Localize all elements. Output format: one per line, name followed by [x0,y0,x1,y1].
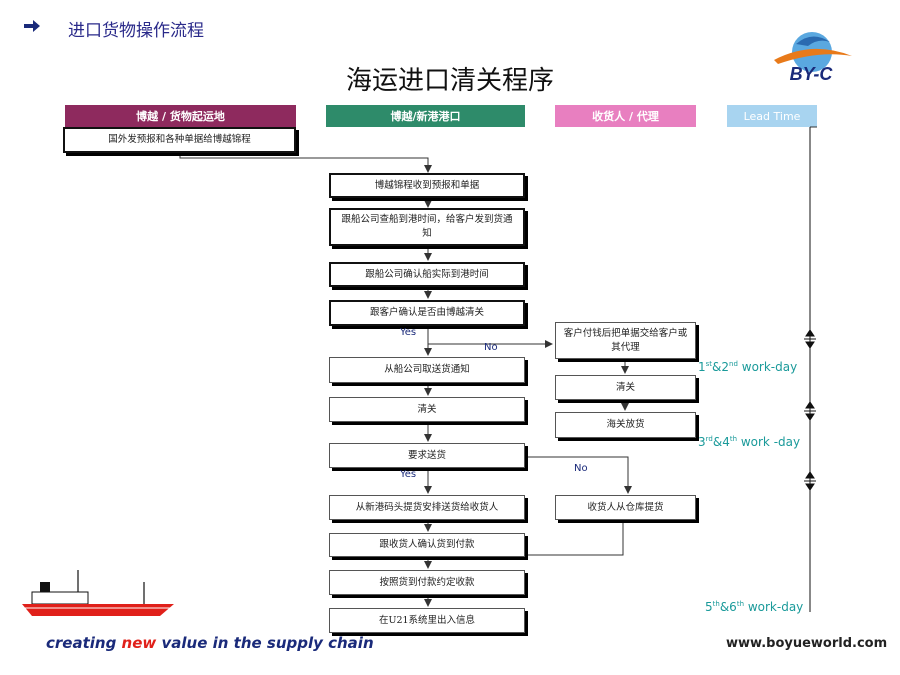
main-title: 海运进口清关程序 [345,66,554,96]
step-hand-over-documents: 客户付钱后把单据交给客户或其代理 [555,322,696,359]
step-get-delivery-notice: 从船公司取送货通知 [329,357,525,383]
step-customs-clearance: 清关 [329,397,525,422]
step-pre-alert-documents: 国外发预报和各种单据给博越锦程 [63,127,296,153]
footer-slogan: creating new value in the supply chain [46,634,374,652]
step-collect-payment: 按照货到付款约定收款 [329,570,525,595]
lane-header-origin: 博越 / 货物起运地 [65,105,296,127]
step-confirm-cod: 跟收货人确认货到付款 [329,533,525,557]
step-receive-pre-alert: 博越锦程收到预报和单据 [329,173,525,198]
edge-label-no: No [484,342,498,353]
svg-text:BY-C: BY-C [790,64,834,84]
lane-header-lead-time: Lead Time [727,105,817,127]
lead-time-label-2: 3rd&4th work -day [698,435,801,449]
header-title: 进口货物操作流程 [68,21,204,41]
arrow-right-icon [24,20,40,32]
lead-time-label-3: 5th&6th work-day [705,600,804,614]
edge-label-yes: Yes [400,469,417,480]
lane-header-consignee: 收货人 / 代理 [555,105,696,127]
step-consignee-clearance: 清关 [555,375,696,400]
lane-header-port: 博越/新港港口 [326,105,525,127]
step-enter-u21-system: 在U21系统里出入信息 [329,608,525,633]
step-check-arrival-notify: 跟船公司查船到港时间，给客户发到货通知 [329,208,525,246]
footer-url[interactable]: www.boyueworld.com [726,636,888,651]
step-consignee-warehouse-pickup: 收货人从仓库提货 [555,495,696,520]
step-confirm-clearance-by-boyue: 跟客户确认是否由博越清关 [329,300,525,326]
edge-label-no: No [574,463,588,474]
ship-icon [22,570,174,616]
edge-label-yes: Yes [400,327,417,338]
step-confirm-actual-arrival: 跟船公司确认船实际到港时间 [329,262,525,287]
lead-time-label-1: 1st&2nd work-day [698,360,798,374]
step-customs-release: 海关放货 [555,412,696,438]
step-pickup-deliver-to-consignee: 从新港码头提货安排送货给收货人 [329,495,525,520]
logo-icon: BY-C [774,32,852,84]
step-request-delivery: 要求送货 [329,443,525,468]
